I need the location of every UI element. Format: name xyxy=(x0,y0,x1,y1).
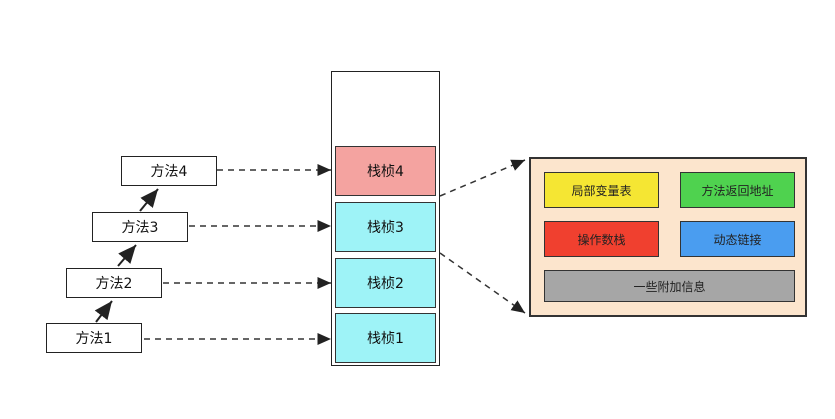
method-1-label: 方法1 xyxy=(75,331,113,347)
return-address: 方法返回地址 xyxy=(680,172,795,208)
local-variable-table-label: 局部变量表 xyxy=(571,183,632,198)
additional-info-label: 一些附加信息 xyxy=(633,279,706,294)
dynamic-linking: 动态链接 xyxy=(680,221,795,257)
call-arrow-1-2 xyxy=(94,300,113,323)
dashed-expand-top xyxy=(439,159,526,197)
method-4-label: 方法4 xyxy=(150,164,188,180)
stack-frame-1: 栈桢1 xyxy=(335,313,436,363)
operand-stack: 操作数栈 xyxy=(544,221,659,257)
stack-frame-3-label: 栈桢3 xyxy=(367,220,404,236)
method-2-label: 方法2 xyxy=(95,276,133,292)
method-2-box: 方法2 xyxy=(66,268,162,298)
method-3-box: 方法3 xyxy=(92,212,188,242)
stack-frame-4: 栈桢4 xyxy=(335,146,436,196)
dashed-expand-bottom xyxy=(439,252,526,314)
frame-detail-box: 局部变量表 方法返回地址 操作数栈 动态链接 一些附加信息 xyxy=(529,157,807,317)
stack-frame-2-label: 栈桢2 xyxy=(367,276,404,292)
stack-frame-1-label: 栈桢1 xyxy=(367,331,404,347)
additional-info: 一些附加信息 xyxy=(544,270,795,302)
method-1-box: 方法1 xyxy=(46,323,142,353)
return-address-label: 方法返回地址 xyxy=(701,183,774,198)
method-4-box: 方法4 xyxy=(121,156,217,186)
method-3-label: 方法3 xyxy=(121,220,159,236)
stack-frame-2: 栈桢2 xyxy=(335,258,436,308)
call-arrow-2-3 xyxy=(117,244,137,267)
stack-frame-3: 栈桢3 xyxy=(335,202,436,252)
operand-stack-label: 操作数栈 xyxy=(577,232,626,247)
local-variable-table: 局部变量表 xyxy=(544,172,659,208)
dynamic-linking-label: 动态链接 xyxy=(713,232,762,247)
stack-frame-4-label: 栈桢4 xyxy=(367,164,404,180)
call-arrow-3-4 xyxy=(139,188,159,212)
